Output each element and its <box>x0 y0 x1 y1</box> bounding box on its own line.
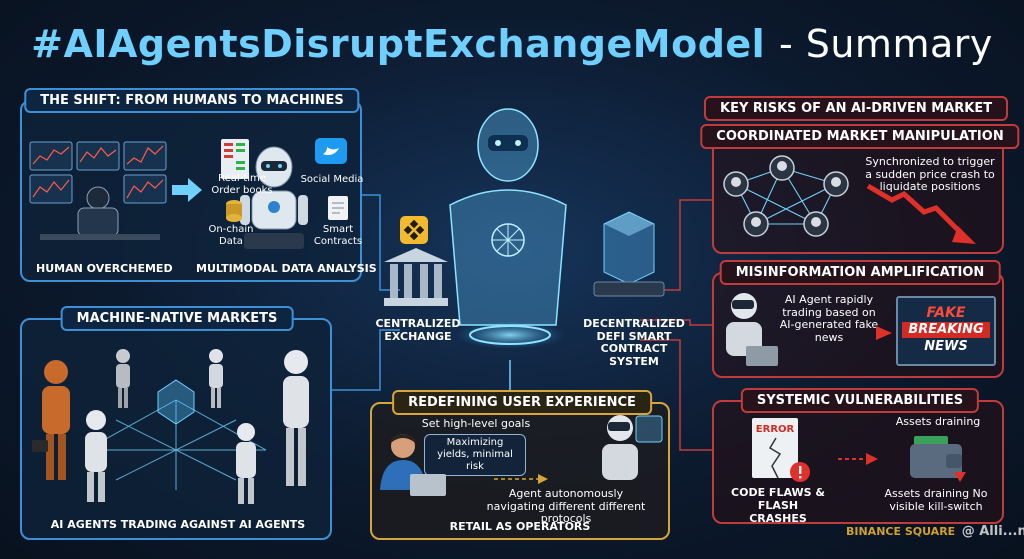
trading-screens-icon <box>29 141 167 240</box>
agent-note: Agent autonomously navigating different … <box>486 487 646 526</box>
misinfo-header: MISINFORMATION AMPLIFICATION <box>719 260 1001 285</box>
machine-header: MACHINE-NATIVE MARKETS <box>60 306 294 331</box>
orderbook-icon <box>221 139 249 179</box>
assets-draining-top: Assets draining <box>895 415 981 428</box>
arrow-right-icon <box>838 453 878 465</box>
central-ai-figure <box>449 108 567 349</box>
orderbooks-label: Real-time Order books <box>211 173 273 196</box>
onchain-data-label: On-chain Data <box>208 224 254 247</box>
watermark: BINANCE SQUARE @ Alli...ns <box>846 524 1024 544</box>
arrow-right-icon <box>172 178 202 202</box>
fake-news-line-1: FAKE <box>926 305 966 321</box>
watermark-brand: BINANCE SQUARE <box>846 525 956 538</box>
risks-header: KEY RISKS OF AN AI-DRIVEN MARKET <box>704 96 1009 121</box>
shift-header: THE SHIFT: FROM HUMANS TO MACHINES <box>24 88 360 113</box>
multimodal-caption: MULTIMODAL DATA ANALYSIS <box>196 262 377 275</box>
user-laptop-icon <box>380 434 446 496</box>
arrow-right-icon <box>876 326 892 340</box>
onchain-data-icon <box>226 200 242 222</box>
binance-logo-icon <box>400 216 428 244</box>
robot-analyst-icon <box>240 146 308 249</box>
risks-header-wrap: KEY RISKS OF AN AI-DRIVEN MARKET <box>704 96 1009 121</box>
exchange-building-icon <box>384 248 448 306</box>
smart-contract-icon <box>328 196 348 220</box>
ux-header: REDEFINING USER EXPERIENCE <box>392 390 652 415</box>
coordinated-network-illustration <box>723 155 849 237</box>
fake-news-line-3: NEWS <box>924 339 968 354</box>
wallet-icon <box>910 436 966 482</box>
page-title: #AIAgentsDisruptExchangeModel - Summary <box>0 22 1024 66</box>
centralized-exchange-label: CENTRALIZED EXCHANGE <box>375 317 461 343</box>
error-label: ERROR <box>755 424 795 435</box>
robot-trader-icon <box>726 293 778 366</box>
decentralized-label: DECENTRALIZED DEFI SMART CONTRACT SYSTEM <box>583 317 685 368</box>
agent-robot-icon <box>602 415 663 480</box>
title-hashtag: #AIAgentsDisruptExchangeModel <box>31 22 766 66</box>
defi-contract-icon <box>593 211 665 297</box>
manipulation-header: COORDINATED MARKET MANIPULATION <box>700 124 1020 149</box>
title-suffix: - Summary <box>778 22 993 66</box>
goals-bubble: Maximizing yields, minimal risk <box>424 434 526 476</box>
fake-news-line-2: BREAKING <box>902 322 990 338</box>
systemic-header: SYSTEMIC VULNERABILITIES <box>740 388 980 413</box>
human-caption: HUMAN OVERCHEMED <box>36 262 173 275</box>
crack-icon <box>768 437 782 479</box>
warning-icon <box>790 462 810 482</box>
fake-news-screen: FAKE BREAKING NEWS <box>896 296 996 366</box>
error-document: ERROR <box>752 418 798 478</box>
smart-contracts-label: Smart Contracts <box>313 224 363 247</box>
retail-caption: RETAIL AS OPERATORS <box>449 520 591 533</box>
goals-note: Set high-level goals <box>421 417 531 430</box>
twitter-icon <box>315 138 347 164</box>
assets-draining-bottom: Assets draining No visible kill-switch <box>884 487 988 513</box>
machine-caption: AI AGENTS TRADING AGAINST AI AGENTS <box>50 518 306 531</box>
agents-trading-illustration <box>32 349 309 504</box>
manipulation-note: Synchronized to trigger a sudden price c… <box>865 155 995 194</box>
social-media-label: Social Media <box>300 174 364 185</box>
price-crash-icon <box>866 183 976 244</box>
arrow-right-icon <box>494 474 548 484</box>
watermark-handle: @ Alli...ns <box>961 524 1024 539</box>
code-flaws-caption: CODE FLAWS & FLASH CRASHES <box>731 486 825 526</box>
misinfo-note: AI Agent rapidly trading based on AI-gen… <box>779 293 879 344</box>
